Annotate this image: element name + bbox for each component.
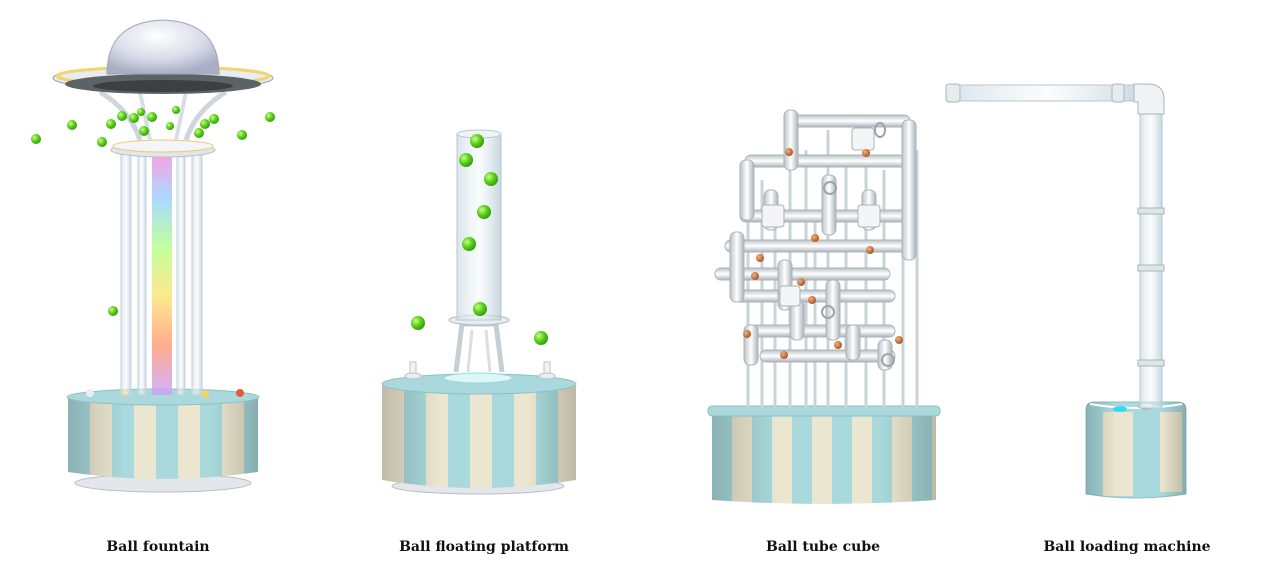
caption-ball-tube-cube: Ball tube cube xyxy=(765,539,881,555)
ball-floating-platform xyxy=(381,129,577,495)
caption-ball-loading-machine: Ball loading machine xyxy=(1043,539,1211,555)
caption-ball-fountain: Ball fountain xyxy=(106,539,210,555)
ball-tube-cube xyxy=(707,109,941,504)
caption-ball-floating-platform: Ball floating platform xyxy=(399,539,569,555)
ball-loading-machine xyxy=(945,83,1187,499)
ball-fountain xyxy=(31,19,275,493)
